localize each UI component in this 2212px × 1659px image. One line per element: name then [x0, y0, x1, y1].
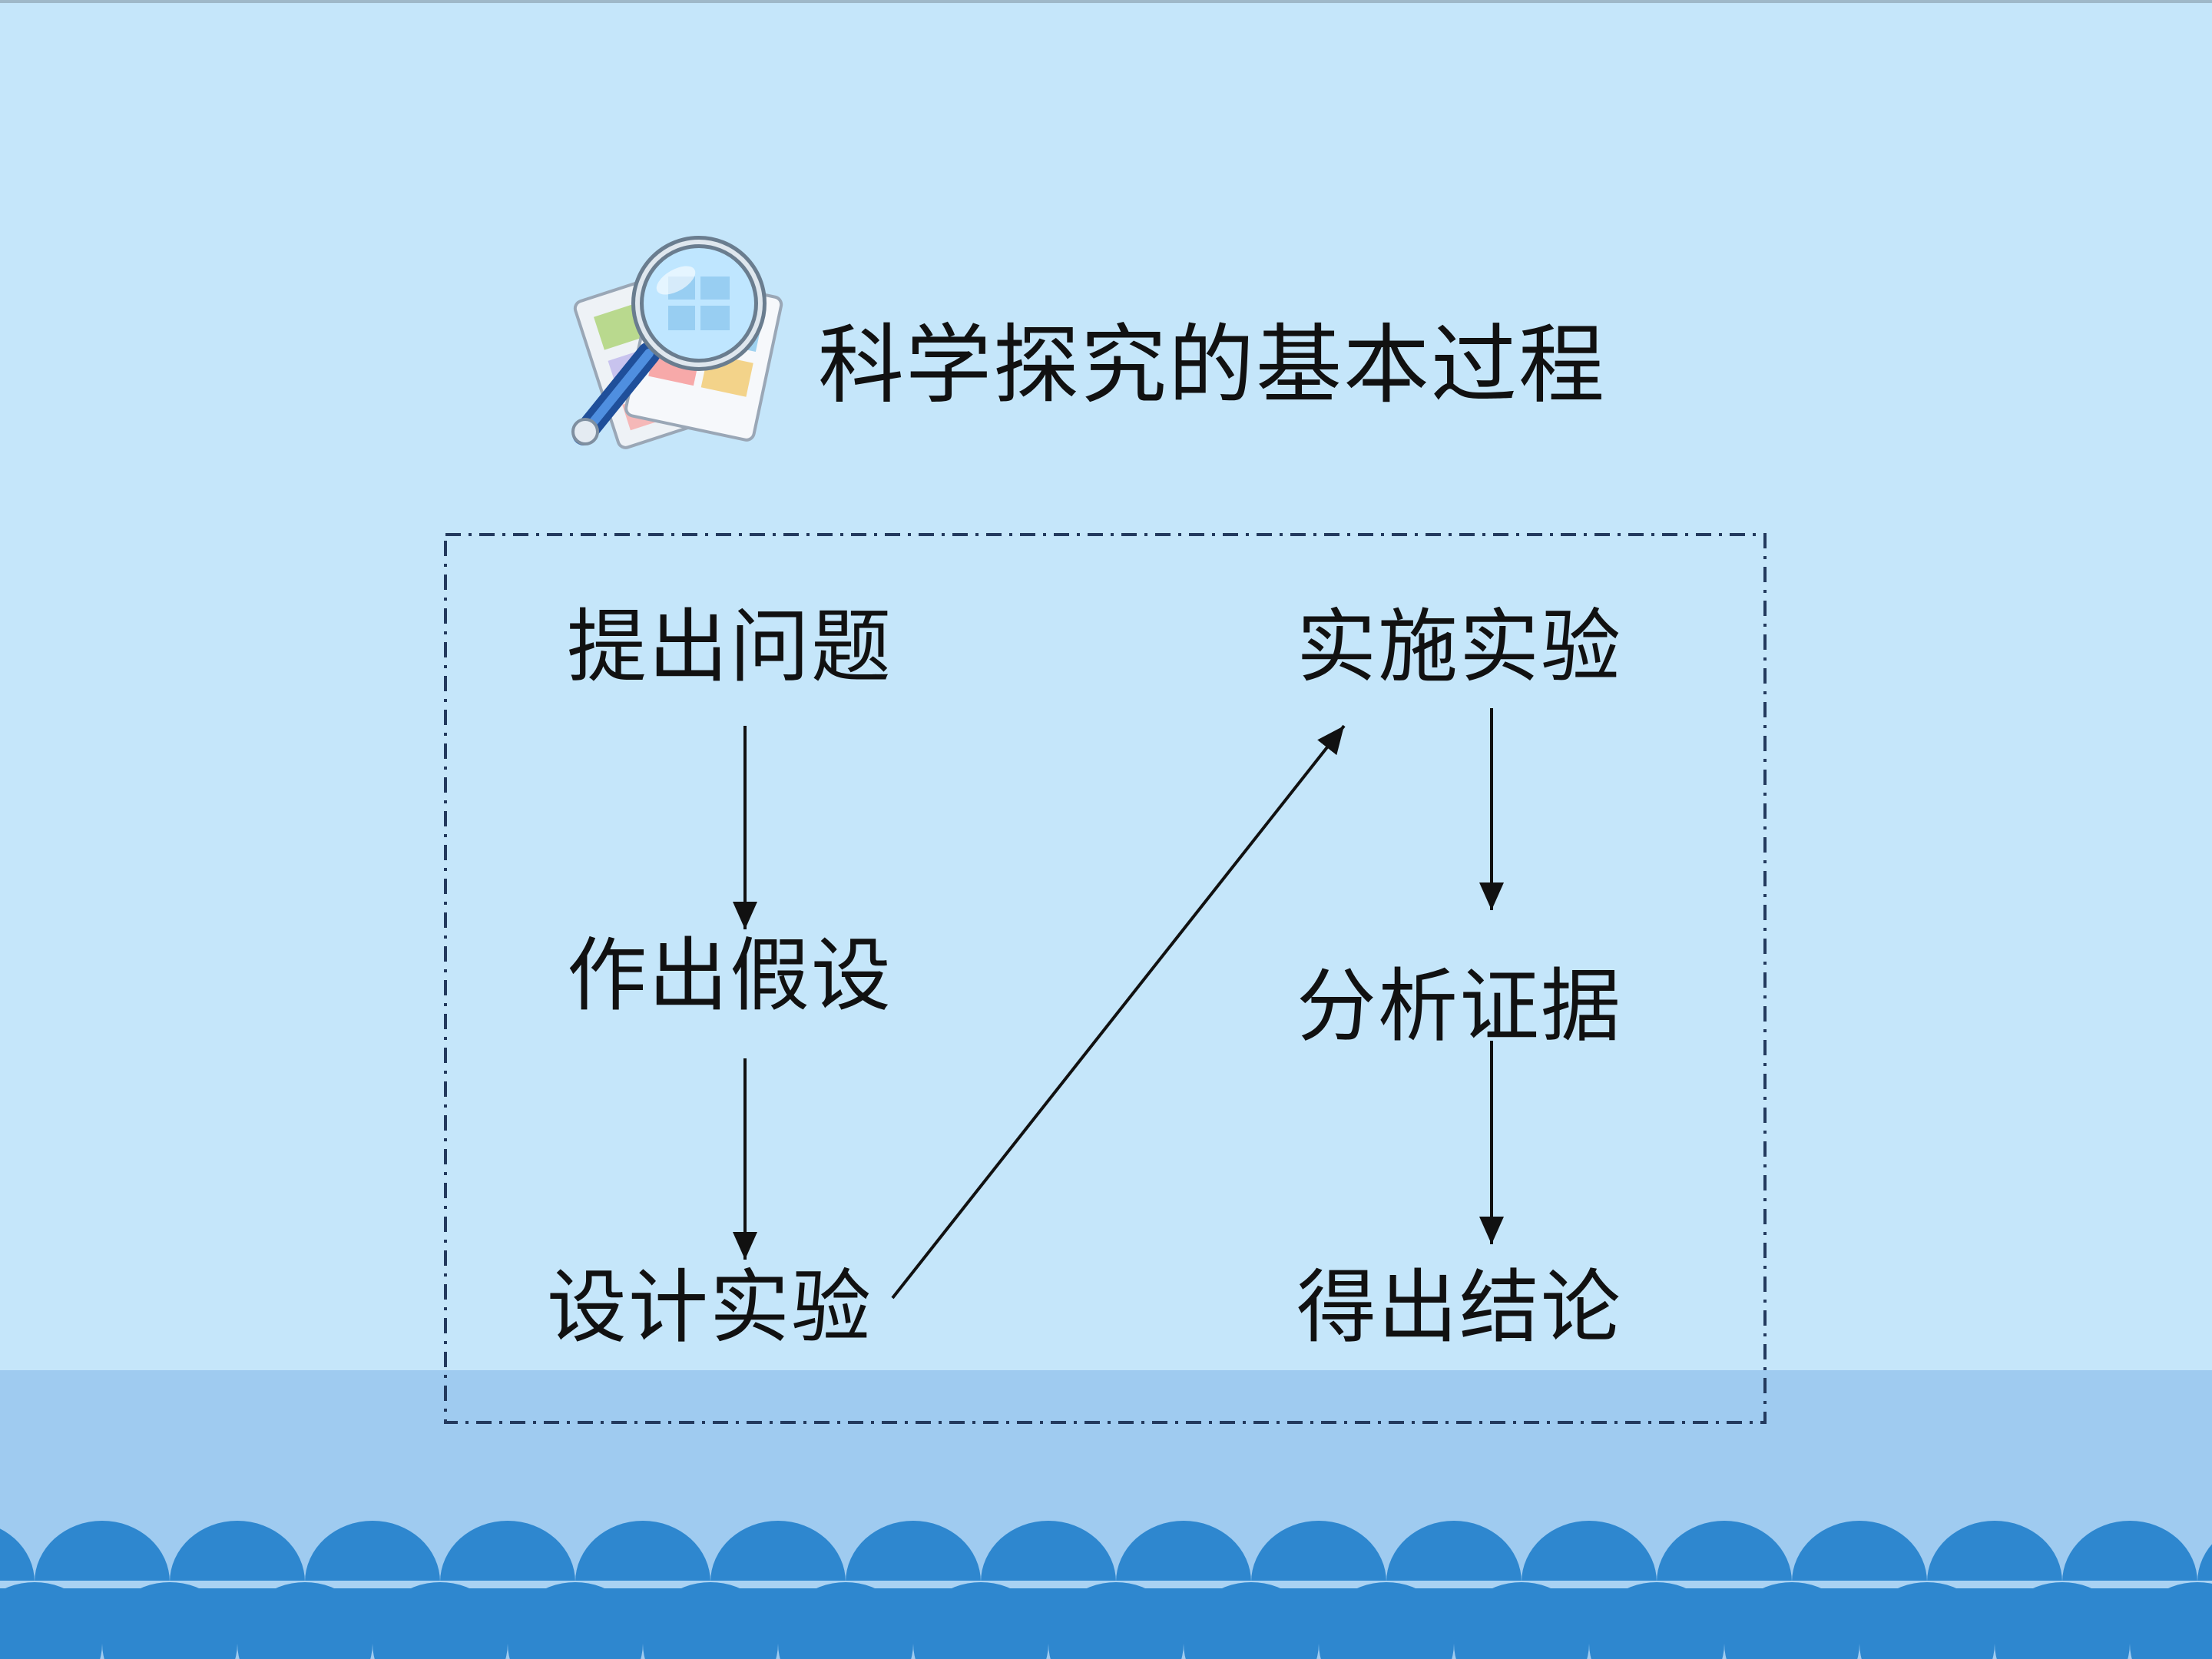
- magnifier-on-photos-icon: [571, 236, 783, 449]
- step-draw-conclusion: 得出结论: [1296, 1260, 1623, 1354]
- step-analyze-evidence: 分析证据: [1296, 959, 1623, 1053]
- step-design-experiment: 设计实验: [547, 1260, 873, 1354]
- top-rule: [0, 0, 2212, 3]
- step-conduct-experiment: 实施实验: [1296, 600, 1623, 694]
- step-make-hypothesis: 作出假设: [567, 929, 893, 1022]
- step-ask-question: 提出问题: [567, 600, 893, 694]
- page-title: 科学探究的基本过程: [818, 316, 1606, 416]
- diagram-frame: [444, 533, 1767, 1424]
- wave-decoration: [0, 1490, 2212, 1659]
- arrow-design-to-conduct: [891, 724, 1346, 1300]
